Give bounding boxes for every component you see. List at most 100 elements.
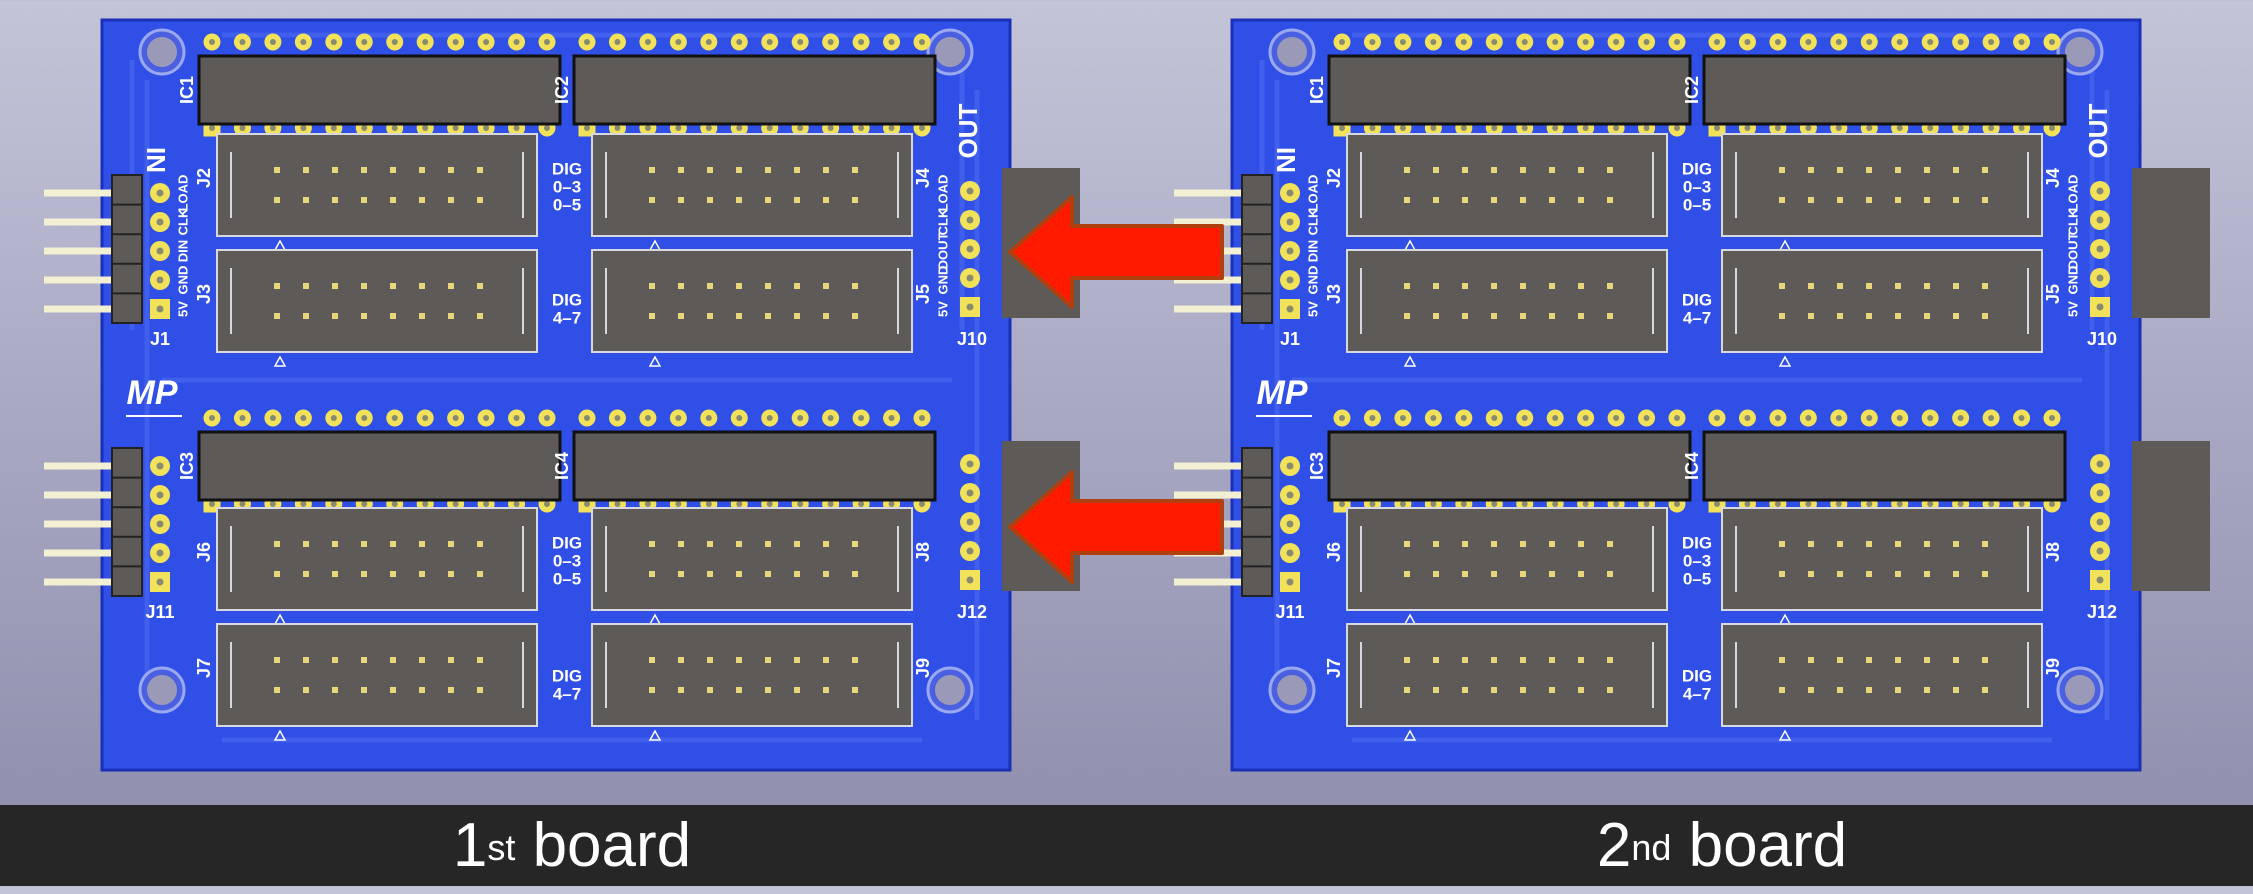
ic-pad-hole [1744,125,1750,131]
header-pin [448,313,454,319]
ic-pad-hole [736,39,742,45]
header-pin [448,571,454,577]
header-pin [823,283,829,289]
input-pad-hole [1287,550,1294,557]
ic-pad-hole [797,125,803,131]
header-pin [1808,541,1814,547]
ic-label: IC4 [1682,452,1702,480]
header-pin [823,197,829,203]
ic-pad-hole [1866,501,1872,507]
header-pin [1520,571,1526,577]
ic-pad-hole [858,415,864,421]
ic-pad-hole [1613,415,1619,421]
ic-pad-hole [2049,501,2055,507]
ic-pad-hole [2019,125,2025,131]
input-connector-body [1242,175,1272,323]
ic-pad-hole [2049,415,2055,421]
ic-pad-hole [270,39,276,45]
input-pad-hole [1287,521,1294,528]
caption-number: 1 [453,811,487,880]
header-pin [274,167,280,173]
input-pad-hole [157,550,164,557]
header-pin [361,283,367,289]
ic-pad-hole [300,501,306,507]
header-pin [852,571,858,577]
input-pad-hole [157,219,164,226]
input-pin-lead [1174,306,1244,313]
output-pin-label: LOAD [2065,175,2080,212]
header-pin [1520,167,1526,173]
header-pin [823,541,829,547]
ic-pad-hole [1988,501,1994,507]
ic-pad-hole [797,501,803,507]
header-pin [1549,197,1555,203]
header-pin [649,657,655,663]
ic-pad-hole [1461,415,1467,421]
header-pin [1433,197,1439,203]
output-pad-hole [967,217,974,224]
header-pin [1895,571,1901,577]
ic-pad-hole [361,125,367,131]
header-pin [1404,167,1410,173]
input-title: IN [141,147,171,173]
header-pin [1607,541,1613,547]
header-pin [274,687,280,693]
ic-pad-hole [1744,415,1750,421]
header-pin [448,541,454,547]
output-pad-hole [967,577,974,584]
ic-pad-hole [1522,501,1528,507]
dig-label: 4–7 [1683,308,1711,327]
header-pin [765,197,771,203]
input-pin-lead [44,463,114,470]
header-pin [1982,657,1988,663]
ic-pad-hole [736,125,742,131]
ic-pad-hole [1339,125,1345,131]
input-connector-body [112,175,142,323]
header-pin [707,197,713,203]
header-pin [419,541,425,547]
header-pin [390,541,396,547]
ic-pad-hole [483,125,489,131]
box-header [1722,508,2042,610]
ic-pad-hole [1491,501,1497,507]
header-pin [1404,197,1410,203]
header-pin [1462,283,1468,289]
ic-pad-hole [1988,125,1994,131]
header-pin [707,283,713,289]
header-pin [274,657,280,663]
ic-pad-hole [1552,501,1558,507]
header-pin [477,313,483,319]
mounting-hole [935,37,965,67]
caption-second-board: 2nd board [1422,805,2022,886]
ic-pad-hole [675,125,681,131]
header-pin [1924,167,1930,173]
input-pad-hole [157,306,164,313]
header-pin [303,167,309,173]
header-pin [852,283,858,289]
header-pin [1433,687,1439,693]
header-pin [1924,571,1930,577]
ic-pad-hole [1775,415,1781,421]
header-pin [1433,541,1439,547]
header-pin [852,313,858,319]
header-pin [852,197,858,203]
header-pin [1837,571,1843,577]
header-pin [1404,283,1410,289]
input-connector-body [112,448,142,596]
header-pin [1462,571,1468,577]
ic-pad-hole [361,501,367,507]
header-pin [1462,541,1468,547]
header-pin [736,283,742,289]
output-pad-hole [967,188,974,195]
header-pin [1433,167,1439,173]
ic-package [1329,432,1690,500]
header-pin [1779,657,1785,663]
ic-pad-hole [239,415,245,421]
header-pin [274,197,280,203]
header-pin [649,167,655,173]
ic-pad-hole [675,501,681,507]
output-pad-hole [967,304,974,311]
ic-pad-hole [544,415,550,421]
input-pin-lead [1174,190,1244,197]
ic-pad-hole [1988,39,1994,45]
